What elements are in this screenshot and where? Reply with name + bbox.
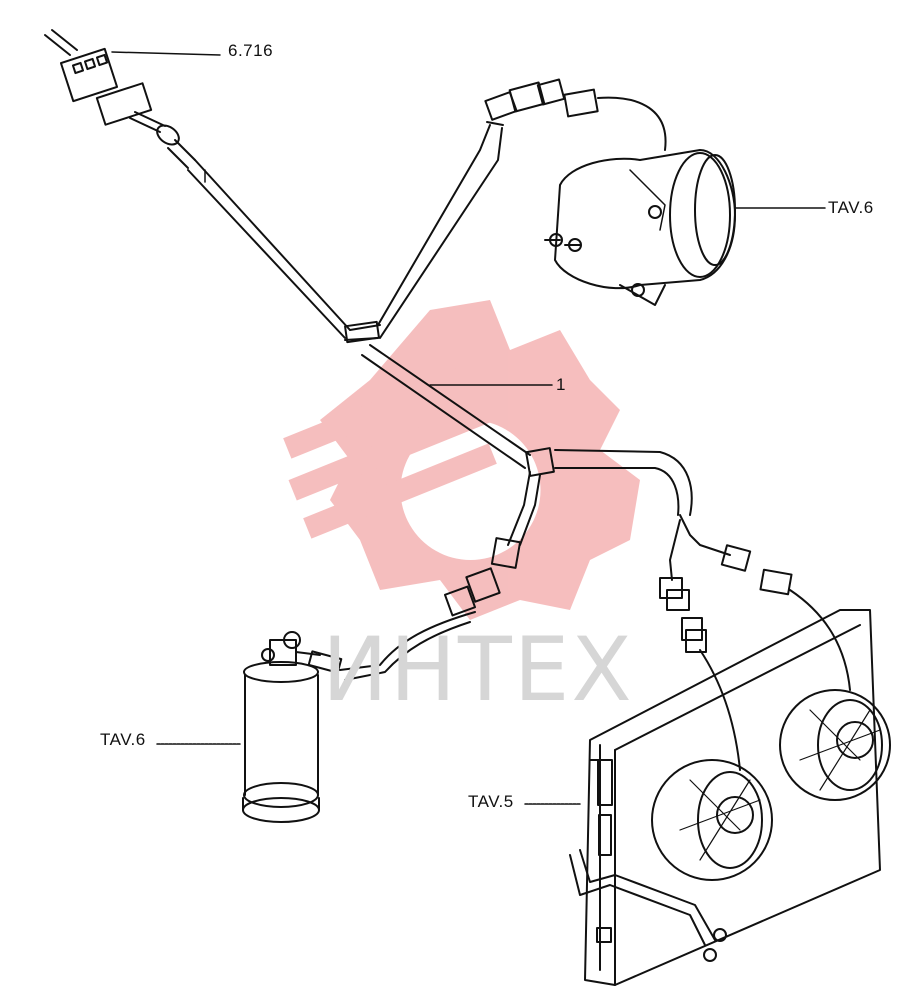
callout-compressor: TAV.6 [828, 198, 874, 217]
callout-radiator-fans: TAV.5 [468, 792, 514, 811]
receiver-drier [156, 631, 321, 823]
drier-harness-branch [307, 471, 541, 681]
compressor [544, 88, 826, 306]
callout-receiver-drier: TAV.6 [100, 730, 146, 749]
fan-harness-branch [554, 449, 851, 771]
watermark-text: ИНТЕХ [322, 618, 634, 721]
watermark-gear-icon [283, 300, 640, 620]
callout-6716: 6.716 [228, 41, 274, 60]
main-connector [44, 29, 196, 169]
callout-harness: 1 [556, 375, 566, 394]
leader-6716 [111, 51, 221, 56]
radiator-fan-assembly [524, 609, 891, 986]
main-harness-trunk [187, 78, 566, 477]
